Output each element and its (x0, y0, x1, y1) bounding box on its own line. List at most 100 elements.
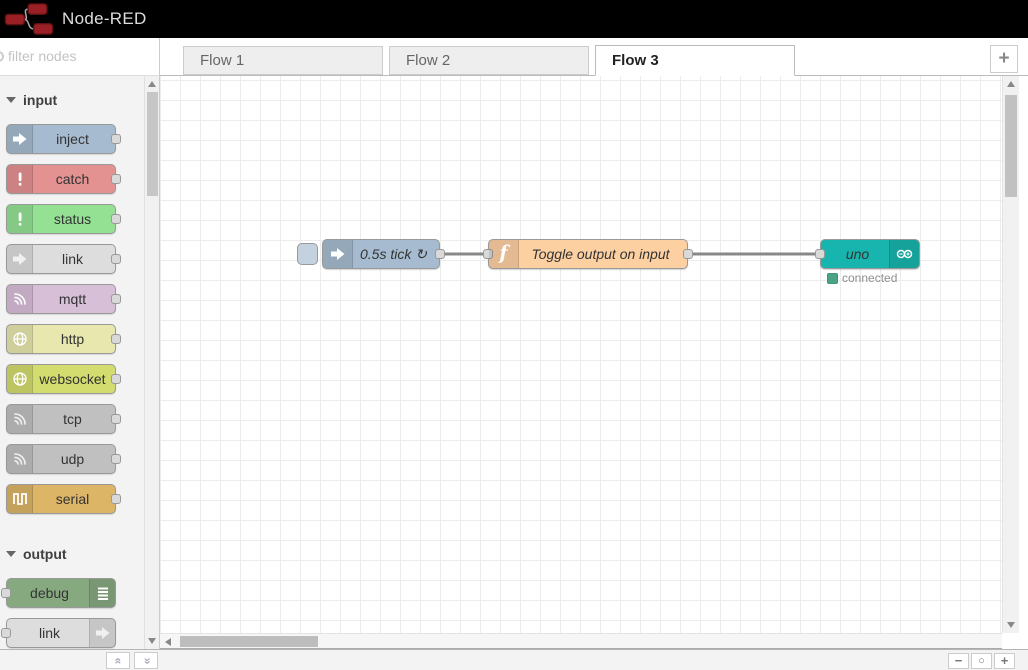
node-label: Toggle output on input (531, 246, 670, 262)
footer-bar: « « − ○ + (0, 649, 1028, 670)
output-port[interactable] (683, 249, 693, 259)
palette-category-output[interactable]: output (0, 524, 159, 562)
function-icon: f (489, 240, 519, 268)
palette-node-link-out[interactable]: link (1, 618, 116, 648)
search-icon (0, 51, 4, 62)
palette-node-serial[interactable]: serial (6, 484, 121, 514)
flow-tabbar: Flow 1 Flow 2 Flow 3 + (160, 38, 1028, 76)
output-port (111, 454, 121, 464)
input-port (1, 588, 11, 598)
palette-node-label: websocket (39, 371, 106, 387)
palette-node-websocket[interactable]: websocket (6, 364, 121, 394)
palette-node-status[interactable]: status (6, 204, 121, 234)
node-palette: input inject catch status link (0, 76, 160, 649)
palette-scrollbar[interactable] (144, 76, 159, 649)
signal-icon (7, 445, 33, 473)
palette-node-udp[interactable]: udp (6, 444, 121, 474)
scroll-down-icon[interactable] (1007, 622, 1015, 628)
scroll-down-icon[interactable] (148, 638, 156, 644)
palette-node-label: debug (30, 585, 69, 601)
exclamation-icon (7, 165, 33, 193)
chevron-double-down-icon: « (139, 657, 153, 664)
canvas-right-margin (1019, 76, 1028, 633)
scrollbar-thumb[interactable] (180, 636, 318, 647)
node-red-logo-icon (4, 3, 54, 35)
chevron-down-icon (6, 551, 16, 557)
palette-node-debug[interactable]: debug (1, 578, 116, 608)
node-status: connected (827, 271, 897, 285)
palette-node-label: catch (55, 171, 90, 187)
link-arrow-icon (7, 245, 33, 273)
output-port (111, 294, 121, 304)
search-input[interactable] (8, 38, 148, 74)
tab-flow-1[interactable]: Flow 1 (183, 46, 383, 75)
scroll-up-icon[interactable] (1007, 81, 1015, 87)
palette-node-label: link (38, 625, 60, 641)
output-port (111, 134, 121, 144)
scrollbar-thumb[interactable] (1005, 95, 1017, 197)
list-icon (89, 579, 115, 607)
input-port[interactable] (483, 249, 493, 259)
scroll-left-icon[interactable] (165, 638, 171, 646)
palette-node-tcp[interactable]: tcp (6, 404, 121, 434)
palette-node-link-in[interactable]: link (6, 244, 121, 274)
output-port (111, 494, 121, 504)
palette-node-inject[interactable]: inject (6, 124, 121, 154)
flow-node-inject[interactable]: 0.5s tick ↻ (297, 239, 445, 269)
zoom-in-button[interactable]: + (994, 653, 1015, 669)
flow-node-function[interactable]: f Toggle output on input (483, 239, 693, 269)
input-port (1, 628, 11, 638)
palette-node-label: mqtt (58, 291, 87, 307)
add-flow-button[interactable]: + (990, 45, 1018, 73)
palette-node-label: status (53, 211, 92, 227)
palette-node-label: serial (55, 491, 90, 507)
output-port (111, 174, 121, 184)
output-port (111, 414, 121, 424)
inject-arrow-icon (323, 240, 353, 268)
globe-icon (7, 365, 33, 393)
palette-node-http[interactable]: http (6, 324, 121, 354)
workspace: 0.5s tick ↻ f Toggle output on input uno (160, 76, 1028, 649)
status-dot-icon (827, 272, 838, 284)
canvas-horizontal-scrollbar[interactable] (160, 633, 1019, 649)
palette-search (0, 38, 160, 76)
scrollbar-corner (1002, 633, 1028, 649)
scrollbar-thumb[interactable] (147, 92, 158, 196)
tab-flow-2[interactable]: Flow 2 (389, 46, 589, 75)
palette-node-label: http (60, 331, 85, 347)
globe-icon (7, 325, 33, 353)
node-label: uno (845, 246, 870, 262)
tab-flow-3[interactable]: Flow 3 (595, 45, 795, 76)
square-wave-icon (7, 485, 33, 513)
app-title: Node-RED (62, 9, 147, 28)
zoom-reset-button[interactable]: ○ (971, 653, 992, 669)
palette-node-label: udp (60, 451, 85, 467)
app-header: Node-RED (0, 0, 1028, 38)
zoom-out-button[interactable]: − (948, 653, 969, 669)
output-port (111, 374, 121, 384)
exclamation-icon (7, 205, 33, 233)
arduino-infinity-icon (889, 240, 919, 268)
expand-categories-button[interactable]: « (134, 652, 158, 669)
signal-icon (7, 285, 33, 313)
canvas-vertical-scrollbar[interactable] (1002, 76, 1019, 633)
node-label: 0.5s tick ↻ (360, 246, 427, 262)
palette-category-input[interactable]: input (0, 76, 159, 108)
status-text: connected (842, 271, 898, 285)
palette-node-mqtt[interactable]: mqtt (6, 284, 121, 314)
collapse-categories-button[interactable]: « (106, 652, 130, 669)
scroll-up-icon[interactable] (148, 81, 156, 87)
palette-node-label: inject (56, 131, 89, 147)
output-port[interactable] (435, 249, 445, 259)
palette-node-catch[interactable]: catch (6, 164, 121, 194)
link-arrow-icon (89, 619, 115, 647)
chevron-double-up-icon: « (111, 657, 125, 664)
wires (438, 252, 822, 256)
input-port[interactable] (815, 249, 825, 259)
output-port (111, 254, 121, 264)
flow-canvas[interactable]: 0.5s tick ↻ f Toggle output on input uno (160, 76, 1002, 633)
flow-node-arduino-uno[interactable]: uno (815, 239, 920, 269)
inject-trigger-button[interactable] (297, 243, 318, 265)
palette-node-label: tcp (63, 411, 82, 427)
output-port (111, 214, 121, 224)
